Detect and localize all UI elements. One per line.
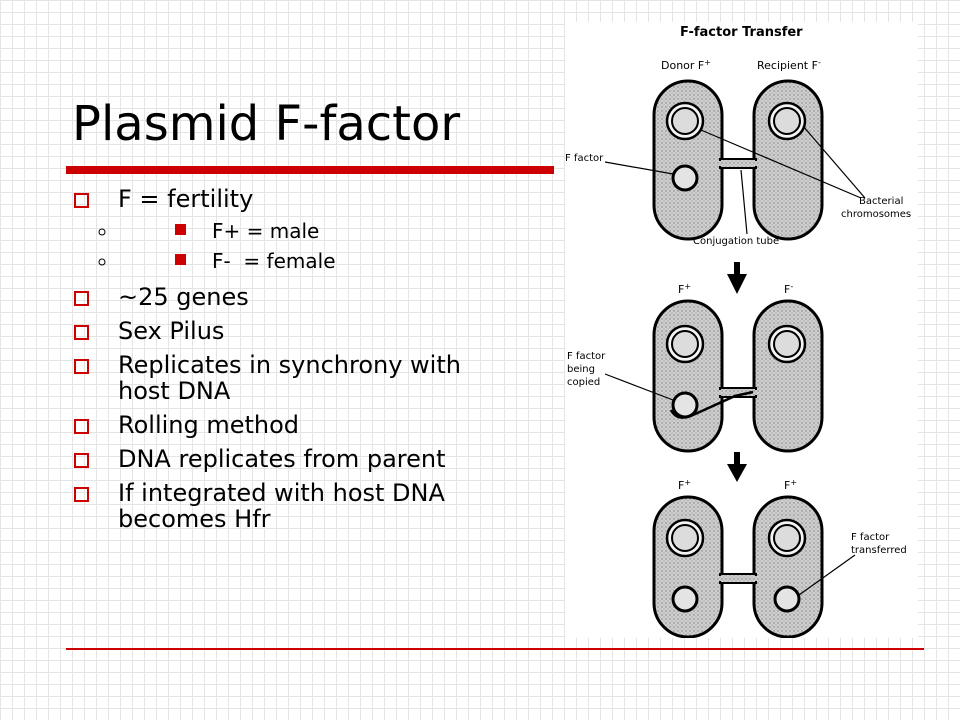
figure-title: F-factor Transfer	[680, 25, 803, 40]
bullet-replicates: Replicates in synchrony with host DNA	[72, 352, 472, 404]
f-factor-label: F factor	[565, 153, 604, 164]
bullet-hfr: If integrated with host DNA becomes Hfr	[72, 480, 472, 532]
f-plus-label-2: F+	[678, 282, 691, 296]
bullet-dna-replicates: DNA replicates from parent	[72, 446, 472, 472]
sub-bullet-list: F+ = male F- = female	[118, 216, 472, 276]
hollow-square-bullet-icon	[74, 291, 89, 306]
bullet-text: Replicates in synchrony with host DNA	[118, 351, 461, 405]
f-factor-plasmid	[671, 164, 699, 192]
conjugation-tube	[719, 573, 757, 584]
hollow-square-bullet-icon	[74, 453, 89, 468]
being-copied-label-1: F factor	[567, 351, 606, 362]
conjugation-tube	[719, 158, 757, 169]
bullet-sex-pilus: Sex Pilus	[72, 318, 472, 344]
panel-2: F factor being copied	[567, 299, 824, 453]
bullet-text: F = fertility	[118, 185, 254, 213]
panel-3: F factor transferred	[652, 495, 907, 639]
recipient-label: Recipient F-	[757, 58, 821, 72]
chromosomes-label: chromosomes	[841, 209, 911, 220]
sub-bullet-female: F- = female	[118, 246, 472, 276]
f-factor-diagram: F-factor Transfer Donor F+ Recipient F- …	[565, 25, 911, 639]
recipient-cell	[752, 495, 824, 639]
sub-bullet-male: F+ = male	[118, 216, 472, 246]
bullet-text: Rolling method	[118, 411, 300, 439]
down-arrow-icon	[727, 452, 747, 482]
bullet-rolling: Rolling method	[72, 412, 472, 438]
slide-title: Plasmid F-factor	[72, 96, 461, 152]
recipient-cell	[752, 299, 824, 453]
hollow-square-bullet-icon	[74, 325, 89, 340]
donor-f-factor	[671, 585, 699, 613]
f-factor-copying	[671, 391, 699, 419]
f-plus-label-3b: F+	[784, 478, 797, 492]
donor-cell	[652, 495, 724, 639]
bullet-list: F = fertility F+ = male F- = female ~25 …	[72, 186, 472, 532]
being-copied-label-2: being	[567, 364, 595, 375]
filled-square-bullet-icon	[175, 224, 186, 235]
bullet-text: DNA replicates from parent	[118, 445, 446, 473]
bullet-text: If integrated with host DNA becomes Hfr	[118, 479, 445, 533]
donor-label: Donor F+	[661, 58, 711, 72]
transferred-label-1: F factor	[851, 532, 890, 543]
conjugation-tube-label: Conjugation tube	[693, 236, 779, 247]
transferred-label-2: transferred	[851, 545, 907, 556]
hollow-square-bullet-icon	[74, 487, 89, 502]
hollow-square-bullet-icon	[74, 419, 89, 434]
bullet-fertility: F = fertility F+ = male F- = female	[72, 186, 472, 276]
footer-line	[66, 648, 924, 650]
recipient-f-factor	[773, 585, 801, 613]
single-strand-dna	[669, 390, 754, 419]
bullet-text: Sex Pilus	[118, 317, 225, 345]
sub-bullet-text: F+ = male	[212, 219, 320, 243]
filled-square-bullet-icon	[175, 254, 186, 265]
bullet-genes: ~25 genes	[72, 284, 472, 310]
f-factor-transfer-figure: F-factor Transfer Donor F+ Recipient F- …	[565, 22, 918, 639]
hollow-square-bullet-icon	[74, 359, 89, 374]
down-arrow-icon	[727, 262, 747, 294]
title-underline	[66, 166, 554, 174]
donor-cell	[652, 299, 724, 453]
panel-1: F factor Bacterial chromosomes Conjugati…	[565, 79, 911, 247]
bacterial-label: Bacterial	[859, 196, 903, 207]
being-copied-label-3: copied	[567, 377, 600, 388]
hollow-square-bullet-icon	[74, 193, 89, 208]
f-minus-label-2: F-	[784, 282, 793, 296]
sub-bullet-text: F- = female	[212, 249, 336, 273]
bullet-text: ~25 genes	[118, 283, 249, 311]
f-plus-label-3: F+	[678, 478, 691, 492]
